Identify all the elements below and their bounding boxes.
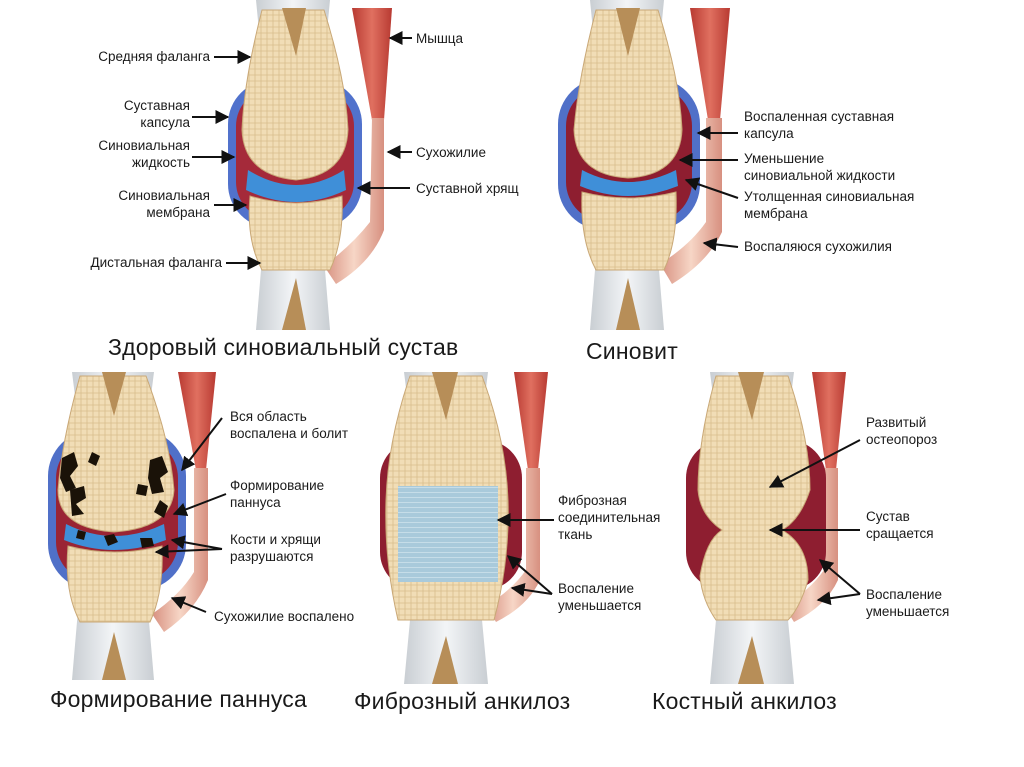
cartilage-layer (246, 170, 346, 202)
distal-phalanx-canal (738, 636, 764, 684)
caption-bony: Костный анкилоз (652, 688, 837, 714)
caption-synovitis: Синовит (586, 338, 678, 364)
label-middle-phalanx: Средняя фаланга (98, 49, 210, 64)
pointer-arrows (154, 31, 861, 613)
distal-phalanx-canal (432, 636, 458, 684)
label-fibrous-tissue: Фиброзная соединительная ткань (558, 493, 661, 542)
middle-phalanx-canal (282, 8, 306, 56)
distal-phalanx-head (581, 191, 677, 271)
caption-healthy: Здоровый синовиальный сустав (108, 334, 459, 360)
label-inflamed-tendons: Воспаляюся сухожилия (744, 239, 892, 254)
label-osteoporosis: Развитый остеопороз (866, 415, 938, 447)
muscle-strip (514, 372, 548, 470)
label-joint-fuses: Сустав сращается (866, 509, 934, 541)
pannus-erosions (60, 452, 168, 548)
caption-fibrous: Фиброзный анкилоз (354, 688, 571, 714)
label-synovial-membrane: Синовиальная мембрана (118, 188, 210, 220)
label-tendon-inflamed: Сухожилие воспалено (214, 609, 355, 624)
panel-healthy (228, 0, 392, 330)
label-synovial-fluid: Синовиальная жидкость (98, 138, 190, 170)
label-bones-destroyed: Кости и хрящи разрушаются (230, 532, 321, 564)
panel-synovitis (558, 0, 730, 330)
label-fibrous-inflammation: Воспаление уменьшается (558, 581, 642, 613)
middle-phalanx-canal (616, 8, 640, 56)
label-muscle: Мышца (416, 31, 464, 46)
distal-phalanx-canal (102, 632, 126, 680)
label-reduced-fluid: Уменьшение синовиальной жидкости (744, 151, 896, 183)
distal-phalanx-head (248, 195, 343, 271)
middle-phalanx-canal (738, 372, 764, 420)
panel-pannus (48, 372, 216, 680)
label-distal-phalanx: Дистальная фаланга (90, 255, 223, 270)
tendon-strip (486, 468, 540, 622)
panel-fibrous (380, 372, 548, 684)
panel-bony (686, 372, 846, 684)
label-cartilage: Суставной хрящ (416, 181, 519, 196)
label-pannus-formation: Формирование паннуса (230, 478, 325, 510)
fibrous-connective-tissue (398, 486, 498, 582)
middle-phalanx-head (241, 9, 349, 181)
caption-pannus: Формирование паннуса (50, 686, 307, 712)
cartilage-layer (580, 170, 678, 196)
label-tendon: Сухожилие (416, 145, 486, 160)
middle-phalanx-head (573, 9, 683, 179)
distal-phalanx-head (66, 545, 163, 623)
middle-phalanx-canal (102, 372, 126, 416)
muscle-strip (178, 372, 216, 470)
muscle-strip (812, 372, 846, 470)
label-bony-inflammation: Воспаление уменьшается (866, 587, 950, 619)
label-thickened-membrane: Утолщенная синовиальная мембрана (744, 189, 915, 221)
middle-phalanx-canal (432, 372, 458, 420)
tendon-strip (324, 118, 384, 284)
label-inflamed-capsule: Воспаленная суставная капсула (744, 109, 895, 141)
fused-bone (697, 375, 811, 621)
muscle-strip (690, 8, 730, 120)
tendon-strip (152, 468, 208, 632)
distal-phalanx-canal (616, 278, 640, 330)
label-joint-capsule: Суставная капсула (123, 98, 190, 130)
label-whole-area: Вся область воспалена и болит (230, 409, 349, 441)
muscle-strip (352, 8, 392, 120)
distal-phalanx-canal (282, 278, 306, 330)
